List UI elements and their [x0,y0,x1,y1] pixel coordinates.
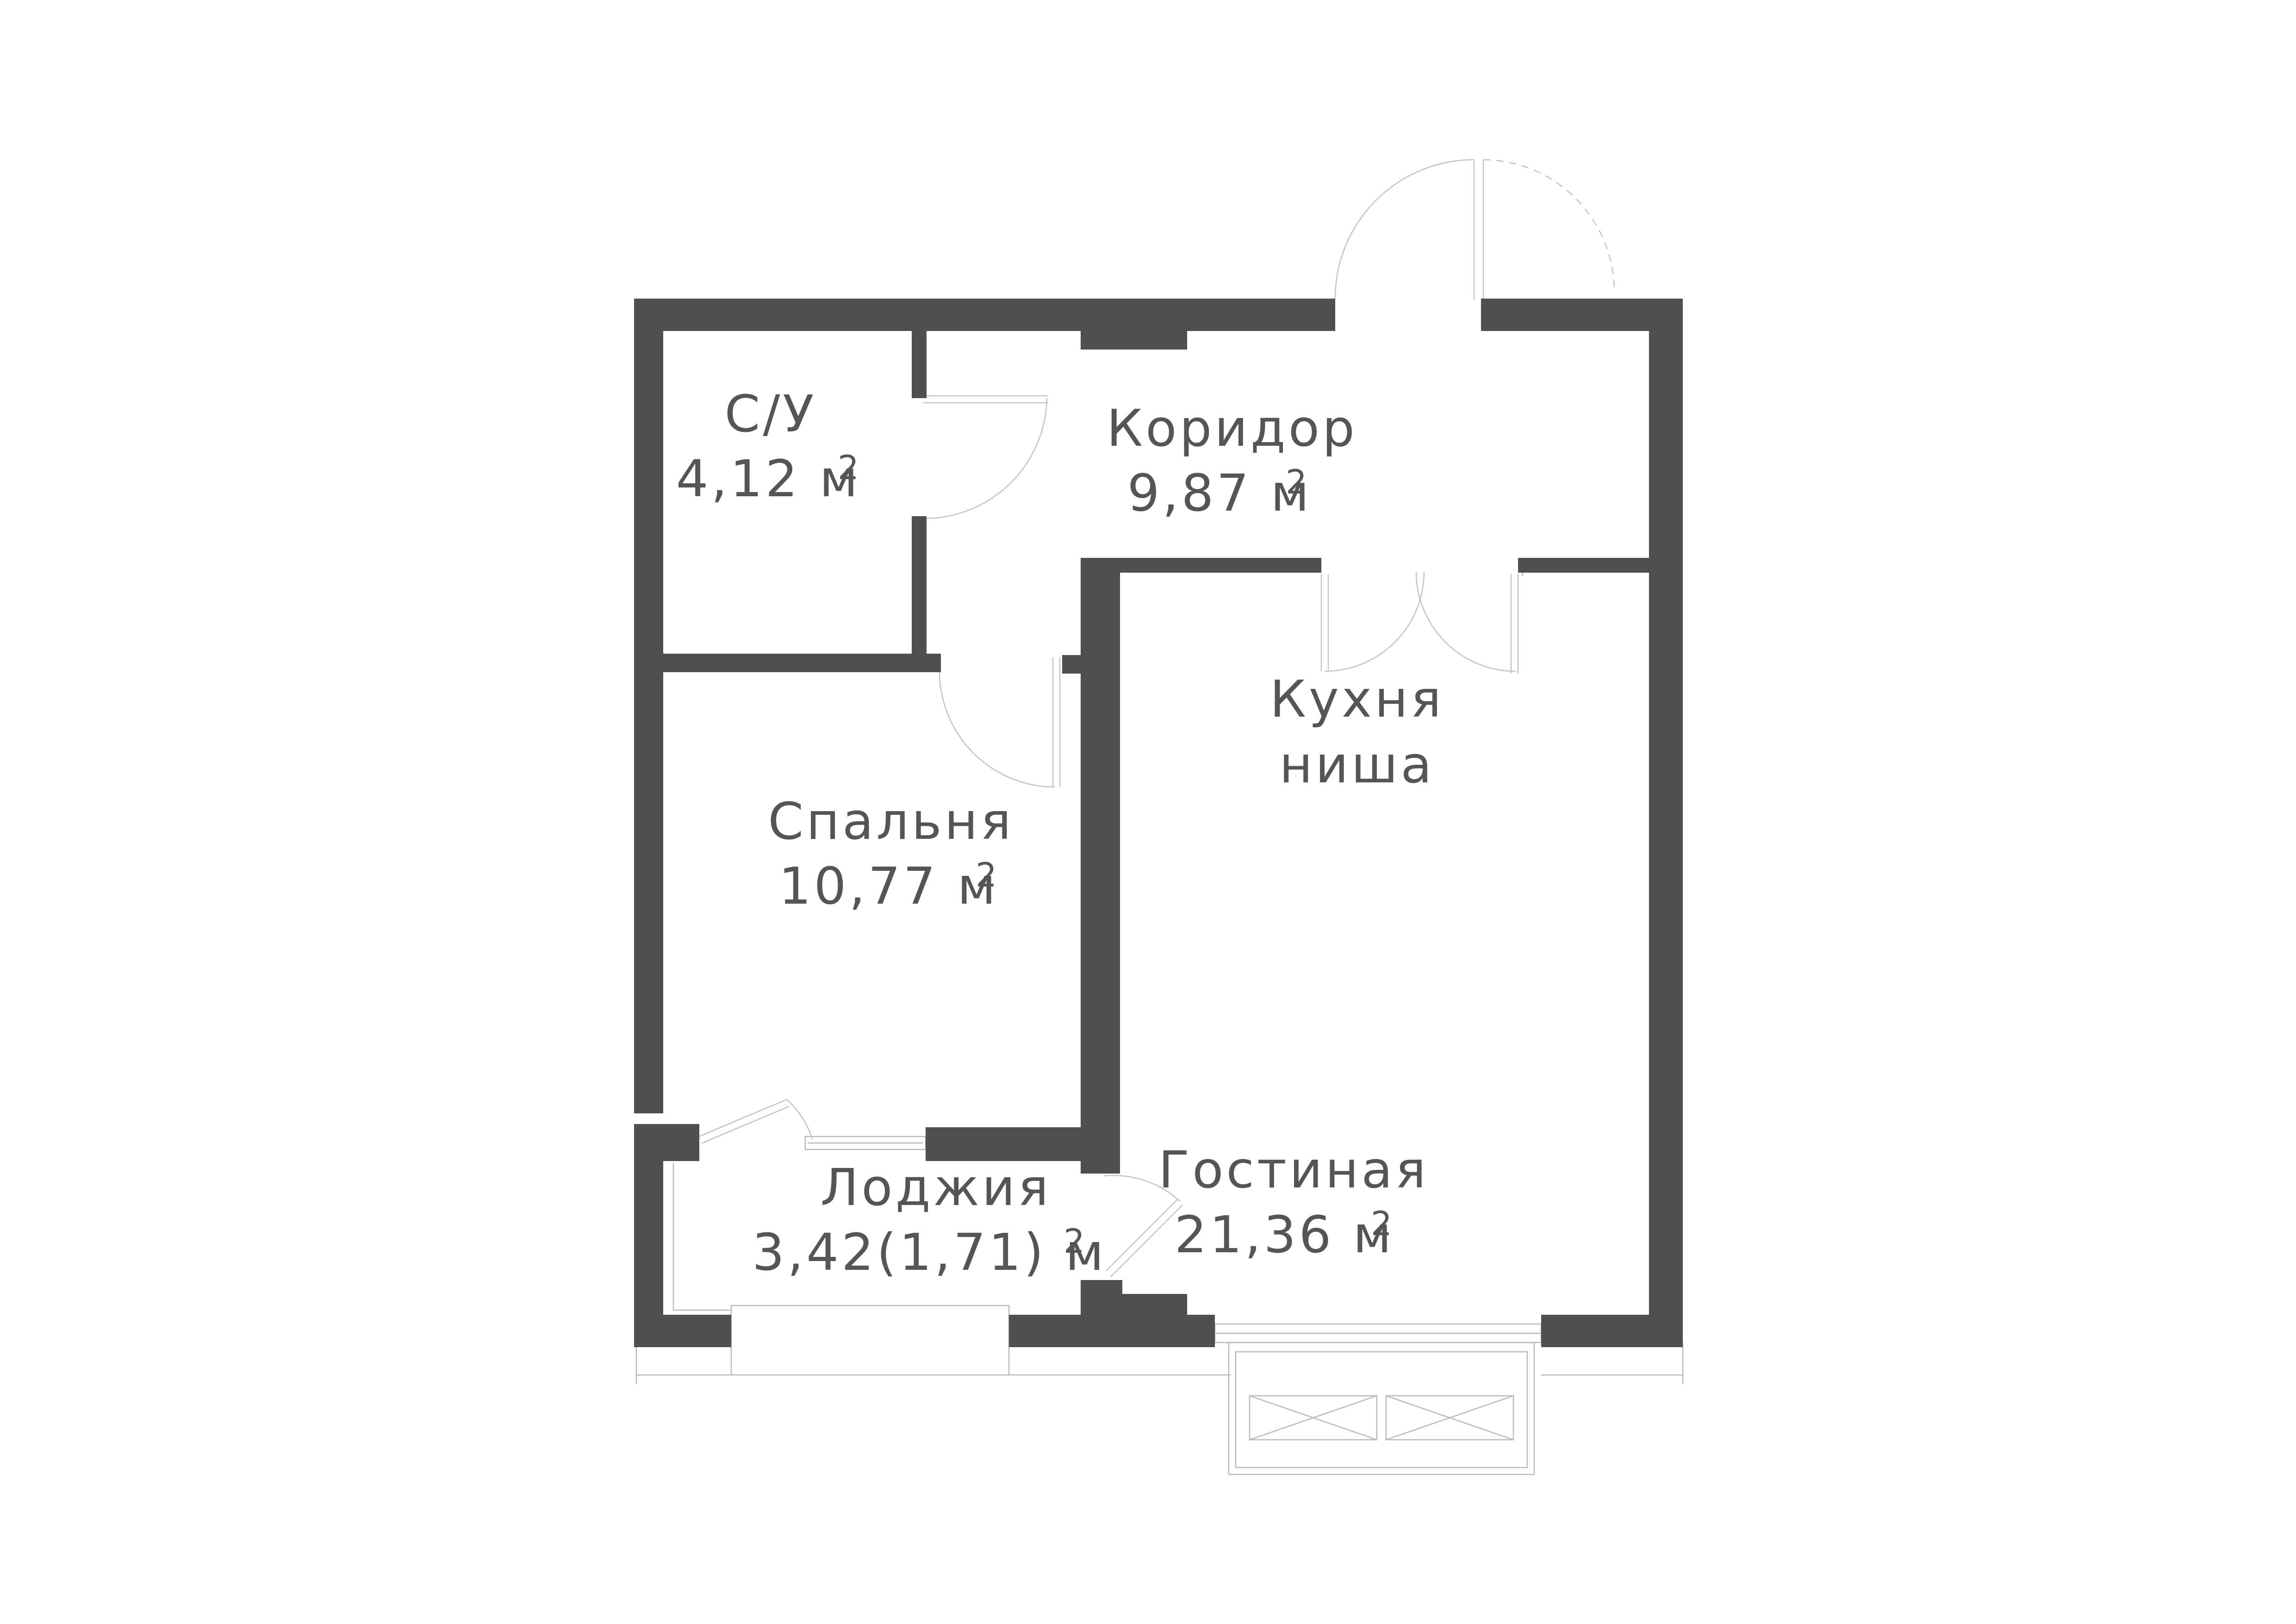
room-bathroom: С/У 4,12 м 2 [676,384,861,508]
room-kitchen: Кухня ниша [1270,669,1444,794]
wall-right [1649,299,1683,1127]
room-area: ниша [1279,735,1434,794]
room-living: Гостиная 21,36 м 2 [1158,1140,1429,1264]
room-name: Спальня [768,792,1014,851]
room-area: 9,87 м [1127,463,1312,523]
unit-exponent: 2 [1371,1204,1392,1243]
wall-bathroom-bottom [663,654,941,672]
wall-left [634,299,663,1113]
room-name: Лоджия [821,1158,1052,1217]
room-area: 4,12 м [676,449,861,508]
wall-top [634,299,1335,331]
room-name: Гостиная [1158,1140,1429,1199]
balcony [1228,1342,1535,1475]
loggia-door-swing [786,1099,813,1139]
room-area: 3,42(1,71) м [752,1223,1107,1282]
unit-exponent: 2 [1286,462,1307,501]
room-name: Кухня [1270,669,1444,729]
kitchen-door-swing-left [1324,571,1425,672]
living-door-swing [1103,1174,1181,1202]
unit-exponent: 2 [838,448,859,487]
balcony-panel-left [1249,1395,1378,1441]
wall-corridor-bottom [1120,558,1321,573]
room-bedroom: Спальня 10,77 м 2 [768,792,1014,916]
room-loggia: Лоджия 3,42(1,71) м 2 [752,1158,1107,1282]
walls [634,299,1683,1347]
entrance-door-swing [1334,159,1475,299]
wall-bathroom-right [912,331,927,398]
doors [698,159,1615,1277]
room-name: Коридор [1107,399,1357,458]
kitchen-door-swing-right [1415,571,1516,672]
entrance-door-leaf-swing [1483,159,1615,292]
balcony-panel-right [1385,1395,1514,1441]
unit-exponent: 2 [976,856,997,894]
room-labels: С/У 4,12 м 2 Коридор 9,87 м 2 Кухня ниша… [676,384,1444,1282]
room-name: С/У [725,384,817,443]
unit-exponent: 2 [1064,1222,1085,1261]
bathroom-door-swing [923,398,1048,519]
wall-bottom [634,1315,731,1347]
room-area: 21,36 м [1175,1205,1394,1264]
room-area: 10,77 м [779,856,999,916]
loggia-window [730,1305,1010,1376]
wall-central [1081,558,1120,1174]
bedroom-door-swing [939,671,1056,788]
room-corridor: Коридор 9,87 м 2 [1107,399,1357,523]
wall-bedroom-bottom [926,1127,1081,1161]
